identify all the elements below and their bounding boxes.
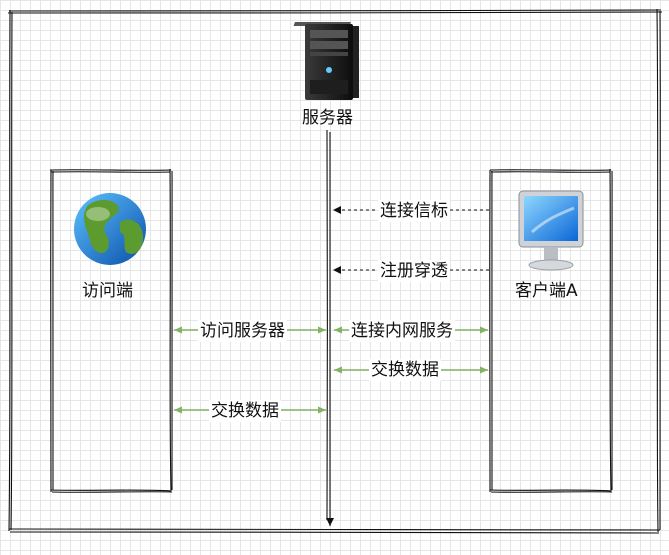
edge-label-register-punch: 注册穿透 — [378, 260, 450, 282]
visitor-label: 访问端 — [82, 281, 133, 301]
server-lifeline — [326, 129, 334, 526]
server-label: 服务器 — [302, 108, 353, 128]
edge-label-connect-intranet: 连接内网服务 — [349, 320, 455, 342]
outer-frame — [7, 8, 663, 534]
edge-label-visit-server: 访问服务器 — [198, 320, 287, 342]
client-label: 客户端A — [515, 281, 578, 301]
client-box — [489, 168, 613, 493]
globe-icon — [74, 193, 146, 265]
monitor-icon — [518, 190, 584, 271]
edge-label-exchange-left: 交换数据 — [209, 400, 281, 422]
edge-label-exchange-right: 交换数据 — [369, 359, 441, 381]
server-tower-icon — [293, 22, 359, 100]
visitor-box — [49, 168, 173, 493]
edge-label-connect-beacon: 连接信标 — [378, 200, 450, 222]
